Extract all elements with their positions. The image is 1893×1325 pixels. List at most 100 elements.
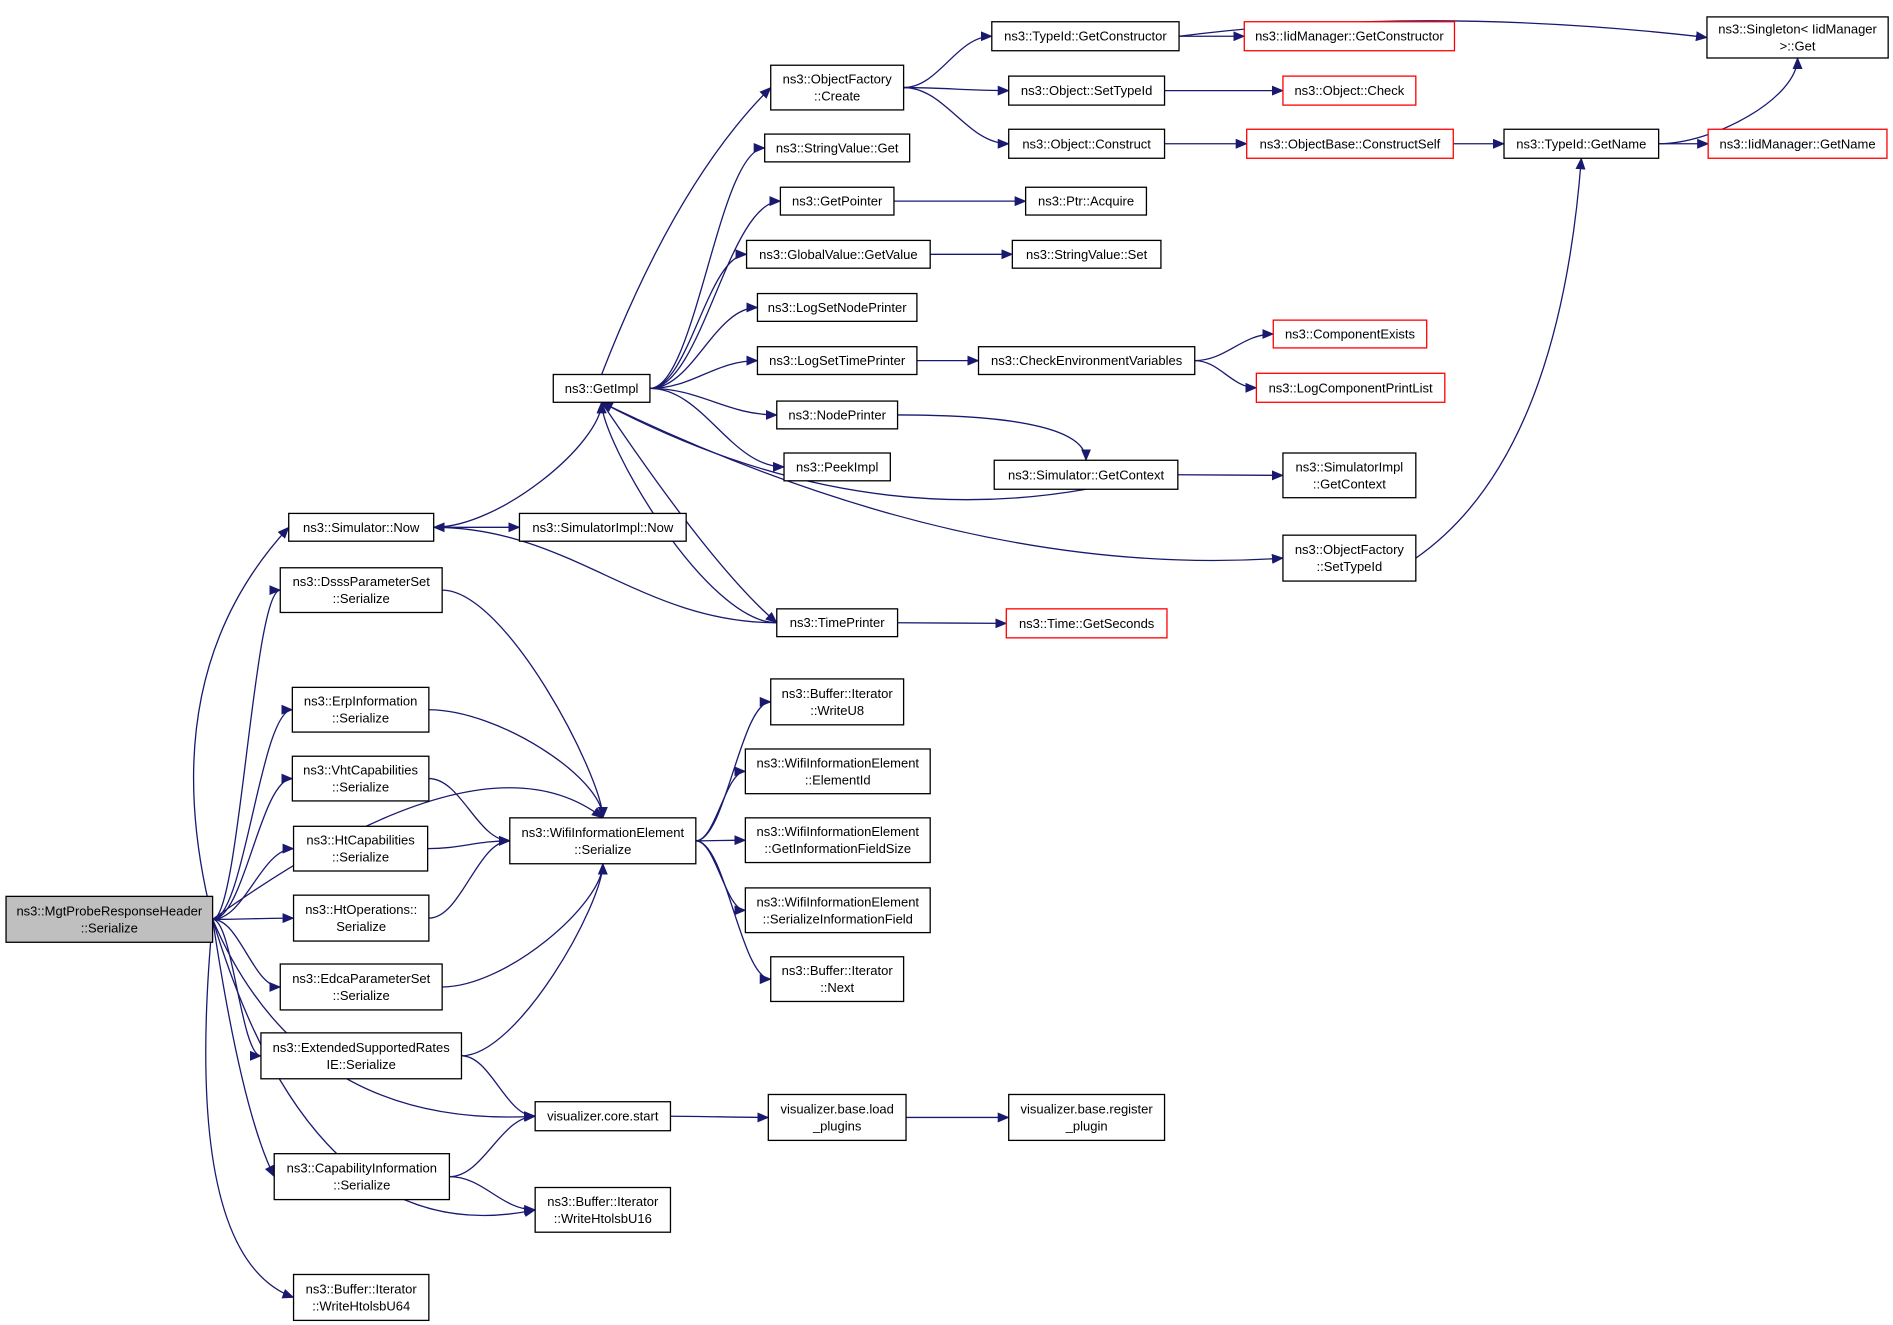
node-simimplnow[interactable]: ns3::SimulatorImpl::Now <box>518 512 687 542</box>
node-box <box>1255 372 1446 403</box>
node-label: ns3::HtOperations:: <box>305 902 417 917</box>
node-wu16[interactable]: ns3::Buffer::Iterator::WriteHtolsbU16 <box>534 1186 672 1233</box>
node-label: ns3::WifiInformationElement <box>756 824 919 839</box>
node-vizreg[interactable]: visualizer.base.register_plugin <box>1008 1093 1166 1142</box>
node-gifs[interactable]: ns3::WifiInformationElement::GetInformat… <box>744 817 931 864</box>
node-simimplgc[interactable]: ns3::SimulatorImpl::GetContext <box>1282 452 1417 499</box>
node-box <box>770 678 905 726</box>
node-getptr[interactable]: ns3::GetPointer <box>779 186 895 216</box>
node-vizstart[interactable]: visualizer.core.start <box>534 1101 672 1132</box>
node-erp[interactable]: ns3::ErpInformation::Serialize <box>291 686 430 733</box>
node-box <box>288 512 435 542</box>
node-root[interactable]: ns3::MgtProbeResponseHeader::Serialize <box>5 895 214 943</box>
node-wu64[interactable]: ns3::Buffer::Iterator::WriteHtolsbU64 <box>292 1273 430 1322</box>
node-iidgc[interactable]: ns3::IidManager::GetConstructor <box>1243 21 1456 52</box>
node-label: visualizer.base.load <box>780 1101 893 1116</box>
node-bnext[interactable]: ns3::Buffer::Iterator::Next <box>770 956 905 1003</box>
node-htop[interactable]: ns3::HtOperations::Serialize <box>292 894 430 942</box>
edge-root-to-capinfo <box>211 919 275 1178</box>
node-compexists[interactable]: ns3::ComponentExists <box>1272 319 1428 349</box>
node-label: ns3::DsssParameterSet <box>293 574 431 589</box>
node-box <box>744 748 931 795</box>
node-label: ::Serialize <box>332 780 389 795</box>
node-box <box>776 608 899 638</box>
node-tidgc[interactable]: ns3::TypeId::GetConstructor <box>991 21 1180 52</box>
node-lsnp[interactable]: ns3::LogSetNodePrinter <box>756 292 918 322</box>
node-box <box>745 239 931 269</box>
edge-edca-to-wieser <box>442 862 608 988</box>
node-label: ::Next <box>820 980 854 995</box>
node-peekimpl[interactable]: ns3::PeekImpl <box>783 452 891 482</box>
node-box <box>292 825 429 872</box>
node-bwu8[interactable]: ns3::Buffer::Iterator::WriteU8 <box>770 678 905 726</box>
node-box <box>509 817 697 865</box>
node-box <box>1243 21 1456 52</box>
edge-capinfo-to-vizstart <box>449 1111 537 1178</box>
edge-getimpl-to-nodeprinter <box>649 387 778 420</box>
node-gvget[interactable]: ns3::GlobalValue::GetValue <box>745 239 931 269</box>
node-timegs[interactable]: ns3::Time::GetSeconds <box>1005 608 1168 639</box>
node-simnow[interactable]: ns3::Simulator::Now <box>288 512 435 542</box>
node-elemid[interactable]: ns3::WifiInformationElement::ElementId <box>744 748 931 795</box>
node-vht[interactable]: ns3::VhtCapabilities::Serialize <box>291 755 430 802</box>
edge-getimpl-to-timeprinter <box>601 401 778 624</box>
node-vizload[interactable]: visualizer.base.load_plugins <box>767 1093 907 1142</box>
node-box <box>770 64 905 111</box>
edge-getimpl-to-svget <box>649 143 766 390</box>
node-capinfo[interactable]: ns3::CapabilityInformation::Serialize <box>273 1153 451 1201</box>
edge-erp-to-wieser <box>428 709 608 819</box>
node-label: ::GetContext <box>1313 476 1386 491</box>
node-timeprinter[interactable]: ns3::TimePrinter <box>776 608 899 638</box>
node-lstp[interactable]: ns3::LogSetTimePrinter <box>756 346 918 376</box>
node-dsss[interactable]: ns3::DsssParameterSet::Serialize <box>279 567 443 614</box>
node-label: ns3::EdcaParameterSet <box>292 971 430 986</box>
edge-wieser-to-bnext <box>695 840 772 985</box>
node-svget[interactable]: ns3::StringValue::Get <box>764 133 911 163</box>
edge-getimpl-to-getptr <box>649 196 782 390</box>
node-ofcreate[interactable]: ns3::ObjectFactory::Create <box>770 64 905 111</box>
edge-capinfo-to-wu16 <box>449 1175 537 1215</box>
node-checkenv[interactable]: ns3::CheckEnvironmentVariables <box>977 346 1196 376</box>
node-box <box>1282 452 1417 499</box>
node-label: ns3::ObjectFactory <box>1295 542 1405 557</box>
node-box <box>779 186 895 216</box>
node-tidgn[interactable]: ns3::TypeId::GetName <box>1503 128 1660 159</box>
nodes-layer: ns3::MgtProbeResponseHeader::Serializens… <box>5 16 1889 1322</box>
node-objsettid[interactable]: ns3::Object::SetTypeId <box>1008 75 1166 106</box>
node-box <box>1272 319 1428 349</box>
node-lcpl[interactable]: ns3::LogComponentPrintList <box>1255 372 1446 403</box>
node-ptracq[interactable]: ns3::Ptr::Acquire <box>1024 186 1148 216</box>
node-label: ::WriteHtolsbU64 <box>312 1298 410 1313</box>
node-ofsettid[interactable]: ns3::ObjectFactory::SetTypeId <box>1282 534 1417 582</box>
node-simgetctx[interactable]: ns3::Simulator::GetContext <box>993 459 1179 490</box>
node-singleton[interactable]: ns3::Singleton< IidManager >::Get <box>1706 16 1889 59</box>
edge-getimpl-to-ofsettid <box>601 401 1284 564</box>
node-box <box>1707 128 1888 159</box>
node-nodeprinter[interactable]: ns3::NodePrinter <box>776 400 899 430</box>
node-label: ns3::LogComponentPrintList <box>1269 380 1433 395</box>
node-edca[interactable]: ns3::EdcaParameterSet::Serialize <box>279 963 443 1011</box>
node-sif[interactable]: ns3::WifiInformationElement::SerializeIn… <box>744 887 931 934</box>
edge-root-to-wu64 <box>205 919 295 1299</box>
node-htcap[interactable]: ns3::HtCapabilities::Serialize <box>292 825 429 872</box>
node-label: ::Serialize <box>81 920 138 935</box>
node-label: ns3::CheckEnvironmentVariables <box>991 353 1183 368</box>
node-box <box>552 373 651 403</box>
node-wieser[interactable]: ns3::WifiInformationElement::Serialize <box>509 817 697 865</box>
node-label: ::GetInformationFieldSize <box>764 841 911 856</box>
node-label: ::SerializeInformationField <box>763 911 913 926</box>
node-svset[interactable]: ns3::StringValue::Set <box>1011 239 1162 269</box>
node-getimpl[interactable]: ns3::GetImpl <box>552 373 651 403</box>
node-box <box>5 895 214 943</box>
node-label: ns3::ObjectFactory <box>783 72 893 87</box>
node-objcheck[interactable]: ns3::Object::Check <box>1282 75 1417 106</box>
node-obcs[interactable]: ns3::ObjectBase::ConstructSelf <box>1246 128 1454 159</box>
node-label: ns3::ComponentExists <box>1285 327 1416 342</box>
node-label: _plugin <box>1065 1118 1108 1133</box>
node-iidgn[interactable]: ns3::IidManager::GetName <box>1707 128 1888 159</box>
node-label: ::WriteHtolsbU16 <box>554 1211 652 1226</box>
node-box <box>1282 75 1417 106</box>
node-label: ns3::SimulatorImpl::Now <box>532 520 673 535</box>
node-objconstruct[interactable]: ns3::Object::Construct <box>1008 128 1166 159</box>
